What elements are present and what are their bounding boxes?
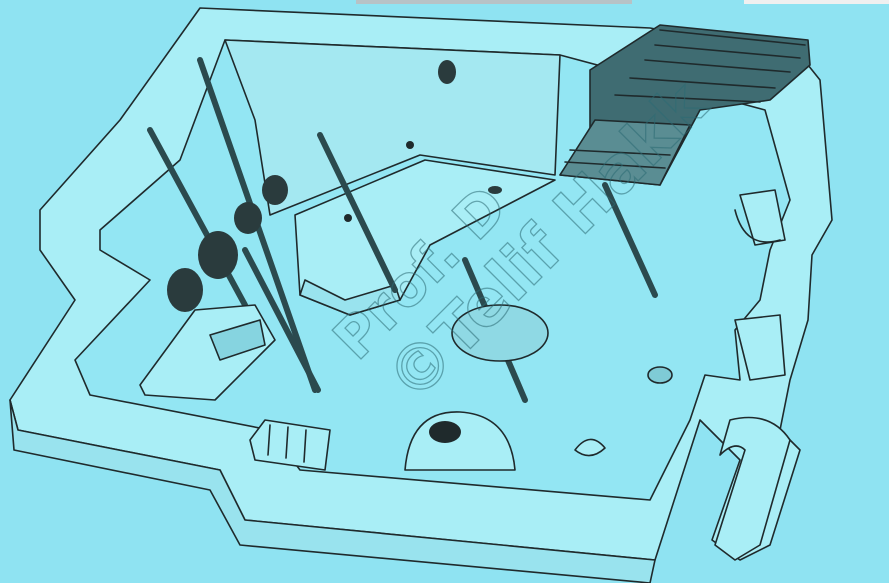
basin: [648, 367, 672, 383]
wall-hole-2: [344, 214, 352, 222]
oven-opening: [429, 421, 461, 443]
wall-hole: [406, 141, 414, 149]
